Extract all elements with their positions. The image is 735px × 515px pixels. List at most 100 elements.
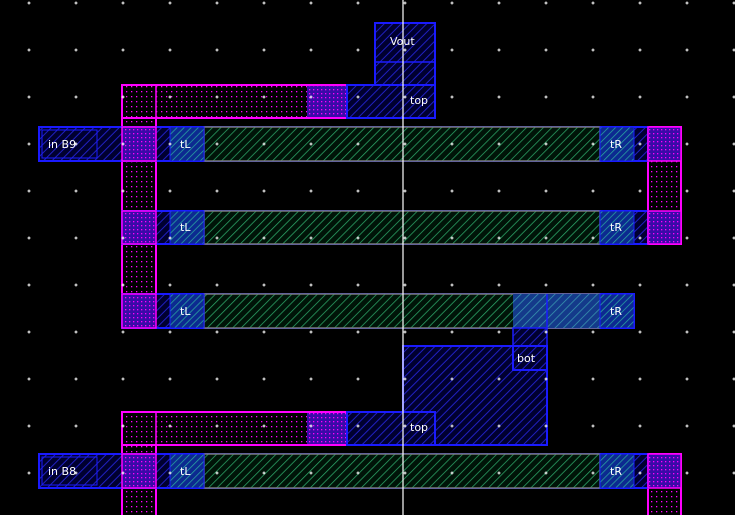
grid-dot: [356, 236, 360, 240]
grid-dot: [450, 330, 454, 334]
grid-dot: [403, 424, 407, 428]
grid-dot: [403, 236, 407, 240]
contact-label: tR: [610, 465, 622, 478]
grid-dot: [356, 1, 360, 5]
grid-dot: [121, 95, 125, 99]
grid-dot: [309, 1, 313, 5]
grid-dot: [685, 95, 689, 99]
grid-dot: [74, 48, 78, 52]
grid-dot: [638, 377, 642, 381]
grid-dot: [309, 142, 313, 146]
grid-dot: [356, 424, 360, 428]
contact-label: tL: [180, 221, 191, 234]
contact-label: tL: [180, 465, 191, 478]
grid-dot: [262, 330, 266, 334]
grid-dot: [732, 95, 735, 99]
grid-dot: [74, 1, 78, 5]
grid-dot: [638, 189, 642, 193]
grid-dot: [74, 236, 78, 240]
grid-dot: [309, 330, 313, 334]
contact-label: tR: [610, 221, 622, 234]
grid-dot: [685, 48, 689, 52]
grid-dot: [544, 95, 548, 99]
grid-dot: [544, 471, 548, 475]
top-label-1: top: [410, 94, 428, 107]
finger-row-1[interactable]: in B9 tL tR: [38, 126, 682, 162]
grid-dot: [121, 189, 125, 193]
contact-label: tL: [180, 138, 191, 151]
top-label-2: top: [410, 421, 428, 434]
grid-dot: [638, 471, 642, 475]
grid-dot: [215, 236, 219, 240]
finger-row-4[interactable]: in B8 tL tR: [38, 453, 682, 489]
grid-dot: [403, 48, 407, 52]
grid-dot: [27, 377, 31, 381]
grid-dot: [591, 236, 595, 240]
grid-dot: [685, 283, 689, 287]
grid-dot: [685, 236, 689, 240]
grid-dot: [168, 424, 172, 428]
grid-dot: [27, 236, 31, 240]
grid-dot: [497, 189, 501, 193]
grid-dot: [638, 142, 642, 146]
finger-row-2[interactable]: tL tR: [121, 210, 682, 245]
grid-dot: [403, 1, 407, 5]
grid-dot: [309, 377, 313, 381]
grid-dot: [403, 471, 407, 475]
poly-top-1[interactable]: top: [121, 84, 436, 119]
grid-dot: [450, 48, 454, 52]
grid-dot: [262, 1, 266, 5]
grid-dot: [121, 236, 125, 240]
grid-dot: [591, 424, 595, 428]
grid-dot: [732, 330, 735, 334]
grid-dot: [168, 330, 172, 334]
grid-dot: [121, 471, 125, 475]
grid-dot: [356, 471, 360, 475]
grid-dot: [215, 471, 219, 475]
grid-dot: [497, 471, 501, 475]
contact-label: tR: [610, 138, 622, 151]
grid-dot: [168, 283, 172, 287]
grid-dot: [497, 142, 501, 146]
grid-dot: [27, 95, 31, 99]
grid-dot: [732, 48, 735, 52]
grid-dot: [121, 330, 125, 334]
grid-dot: [450, 236, 454, 240]
grid-dot: [685, 471, 689, 475]
grid-dot: [591, 142, 595, 146]
grid-dot: [356, 189, 360, 193]
finger-row-3[interactable]: tL tR: [121, 293, 635, 329]
grid-dot: [356, 283, 360, 287]
in-b9-label: in B9: [48, 138, 76, 151]
grid-dot: [309, 95, 313, 99]
grid-dot: [591, 1, 595, 5]
grid-dot: [74, 424, 78, 428]
grid-dot: [497, 424, 501, 428]
grid-dot: [497, 236, 501, 240]
grid-dot: [497, 95, 501, 99]
grid-dot: [121, 48, 125, 52]
grid-dot: [732, 142, 735, 146]
grid-dot: [215, 283, 219, 287]
grid-dot: [309, 189, 313, 193]
grid-dot: [27, 1, 31, 5]
grid-dot: [685, 330, 689, 334]
grid-dot: [450, 189, 454, 193]
grid-dot: [732, 1, 735, 5]
grid-dot: [215, 330, 219, 334]
grid-dot: [74, 189, 78, 193]
grid-dot: [74, 377, 78, 381]
grid-dot: [450, 95, 454, 99]
grid-dot: [685, 424, 689, 428]
grid-dot: [732, 377, 735, 381]
grid-dot: [262, 471, 266, 475]
grid-dot: [168, 1, 172, 5]
grid-dot: [497, 377, 501, 381]
grid-dot: [356, 48, 360, 52]
grid-dot: [168, 48, 172, 52]
grid-dot: [74, 283, 78, 287]
grid-dot: [591, 283, 595, 287]
grid-dot: [450, 1, 454, 5]
grid-dot: [544, 283, 548, 287]
